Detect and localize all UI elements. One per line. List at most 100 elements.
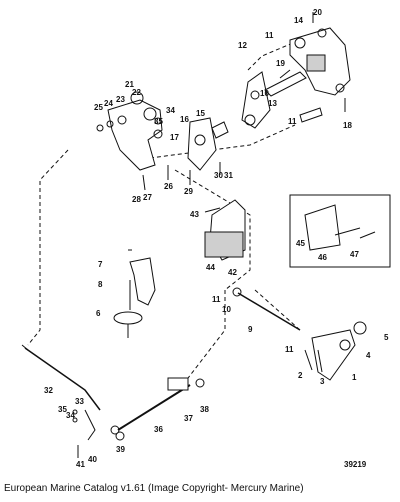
callout-23: 23 <box>116 95 125 104</box>
callout-36: 36 <box>154 425 163 434</box>
callout-30: 30 <box>214 171 223 180</box>
callout-41: 41 <box>76 460 85 469</box>
callout-16: 16 <box>180 115 189 124</box>
plate-45 <box>304 204 341 251</box>
bracket-block <box>306 54 326 72</box>
callout-11-right: 11 <box>288 117 297 126</box>
dashed-guide-lower <box>174 290 226 396</box>
callout-44: 44 <box>206 263 215 272</box>
callout-46: 46 <box>318 253 327 262</box>
callout-2: 2 <box>298 371 303 380</box>
callout-39: 39 <box>116 445 125 454</box>
bolt-47 <box>359 231 376 239</box>
bolt-27-28 <box>142 174 146 191</box>
dashed-guide-left <box>27 149 69 346</box>
image-caption: European Marine Catalog v1.61 (Image Cop… <box>4 483 304 494</box>
link-13 <box>264 71 307 97</box>
inset-frame <box>289 194 391 268</box>
lever-12-hole <box>244 114 256 126</box>
nut-33 <box>72 417 78 423</box>
bracket-7 <box>129 257 156 306</box>
callout-20: 20 <box>313 8 322 17</box>
callout-34-upper: 34 <box>166 106 175 115</box>
washer-21 <box>130 91 144 105</box>
figure-number: 39219 <box>344 460 367 469</box>
callout-6: 6 <box>96 309 101 318</box>
bracket-hole-a <box>294 37 306 49</box>
callout-14: 14 <box>294 16 303 25</box>
bracket-16 <box>187 117 217 171</box>
callout-9: 9 <box>248 325 253 334</box>
dashed-guide-top <box>149 124 296 159</box>
callout-15: 15 <box>196 109 205 118</box>
block-37 <box>167 377 189 391</box>
callout-1: 1 <box>352 373 357 382</box>
callout-4: 4 <box>366 351 371 360</box>
nut-25 <box>96 124 104 132</box>
callout-37: 37 <box>184 414 193 423</box>
callout-22: 22 <box>132 88 141 97</box>
bolt-43 <box>204 207 221 213</box>
clip-38 <box>195 378 205 388</box>
washer-5 <box>353 321 367 335</box>
callout-11-upper: 11 <box>265 31 274 40</box>
callout-40: 40 <box>88 455 97 464</box>
callout-27: 27 <box>143 193 152 202</box>
callout-35-lower: 35 <box>58 405 67 414</box>
rod-9 <box>237 292 301 331</box>
lever-12-pivot <box>250 90 260 100</box>
callout-33: 33 <box>75 397 84 406</box>
bushing-4 <box>339 339 351 351</box>
stud-10 <box>279 69 291 79</box>
plate-11 <box>299 107 323 123</box>
bolt-2 <box>304 349 313 371</box>
callout-38: 38 <box>200 405 209 414</box>
nut-23 <box>117 115 127 125</box>
clip-10 <box>232 287 242 297</box>
callout-10-lower: 10 <box>222 305 231 314</box>
bracket-hole-c <box>335 83 345 93</box>
callout-7: 7 <box>98 260 103 269</box>
callout-24: 24 <box>104 99 113 108</box>
callout-5: 5 <box>384 333 389 342</box>
lever-12 <box>241 71 271 129</box>
callout-43: 43 <box>190 210 199 219</box>
dashed-guide-right <box>254 289 301 331</box>
callout-12: 12 <box>238 41 247 50</box>
rod-32-end <box>21 344 29 351</box>
dashed-guide-middle <box>174 169 251 291</box>
callout-31: 31 <box>224 171 233 180</box>
callout-10-upper: 10 <box>260 89 269 98</box>
cable-36 <box>117 384 191 431</box>
callout-29: 29 <box>184 187 193 196</box>
callout-32: 32 <box>44 386 53 395</box>
callout-8: 8 <box>98 280 103 289</box>
callout-19: 19 <box>276 59 285 68</box>
clip-15 <box>211 121 229 139</box>
callout-45: 45 <box>296 239 305 248</box>
callout-17: 17 <box>170 133 179 142</box>
bracket-40 <box>84 409 96 441</box>
bracket-22 <box>107 99 163 171</box>
base-44 <box>204 231 244 258</box>
rod-32 <box>24 347 101 411</box>
bushing-34 <box>154 117 162 125</box>
pin-46 <box>334 227 361 236</box>
callout-3: 3 <box>320 377 325 386</box>
callout-25: 25 <box>94 103 103 112</box>
washer-35 <box>153 129 163 139</box>
lever-1 <box>311 329 356 381</box>
washer-39a <box>110 425 120 435</box>
bracket-22-boss <box>143 107 157 121</box>
washer-39b <box>115 431 125 441</box>
washer-24 <box>106 120 114 128</box>
callout-42: 42 <box>228 268 237 277</box>
callout-47: 47 <box>350 250 359 259</box>
callout-11-rod: 11 <box>285 345 294 354</box>
callout-21: 21 <box>125 80 134 89</box>
callout-28: 28 <box>132 195 141 204</box>
bracket-hole-b <box>317 28 327 38</box>
callout-18: 18 <box>343 121 352 130</box>
washer-34 <box>72 409 78 415</box>
